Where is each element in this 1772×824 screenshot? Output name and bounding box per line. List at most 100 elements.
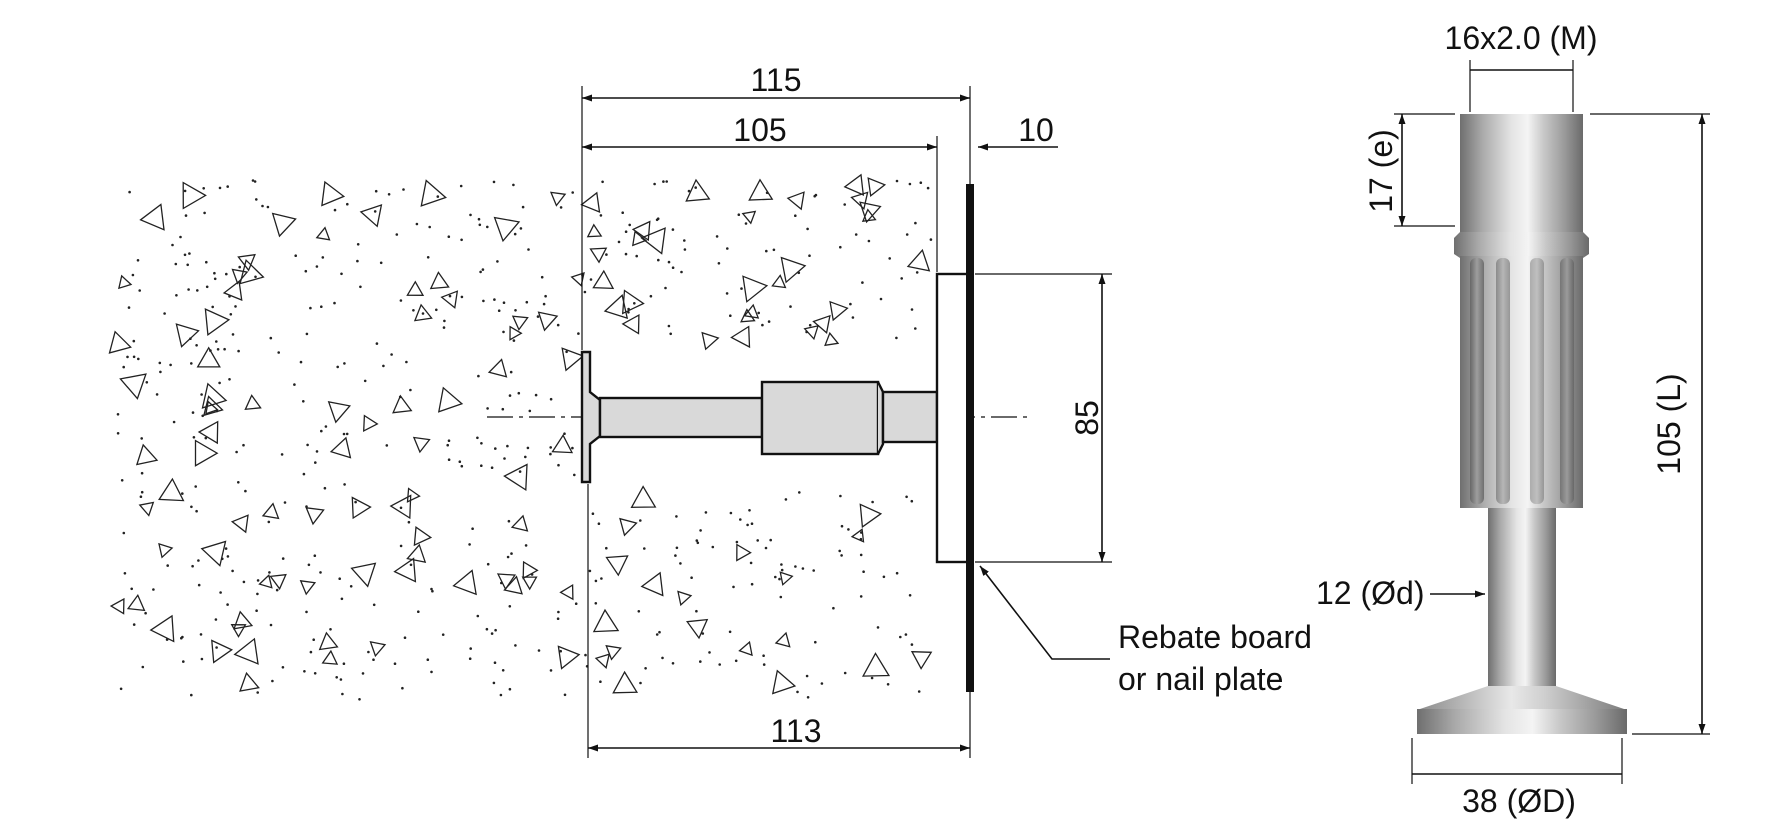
- concrete-dot: [215, 646, 218, 649]
- concrete-aggregate: [685, 178, 711, 202]
- concrete-aggregate: [244, 394, 262, 411]
- concrete-dot: [356, 243, 360, 246]
- concrete-aggregate: [413, 526, 433, 547]
- concrete-dot: [767, 320, 771, 323]
- concrete-dot: [490, 632, 494, 635]
- concrete-aggregate: [741, 210, 757, 225]
- concrete-dot: [639, 681, 642, 685]
- concrete-dot: [431, 589, 434, 593]
- concrete-dot: [399, 544, 403, 548]
- concrete-dot: [304, 269, 308, 273]
- concrete-dot: [163, 312, 166, 315]
- anchor-shaft: [598, 396, 764, 439]
- dim-shaft-diameter: 12 (Ød): [1316, 575, 1424, 611]
- concrete-dot: [908, 594, 912, 597]
- concrete-dot: [573, 473, 576, 477]
- concrete-dot: [460, 464, 464, 468]
- concrete-dot: [367, 650, 370, 654]
- concrete-dot: [637, 610, 641, 613]
- concrete-dot: [492, 180, 496, 184]
- concrete-dot: [664, 286, 667, 290]
- concrete-dot: [649, 294, 653, 298]
- concrete-aggregate: [149, 614, 175, 643]
- concrete-dot: [234, 305, 237, 308]
- concrete-aggregate: [406, 487, 421, 503]
- concrete-dot: [870, 676, 874, 680]
- concrete-dot: [171, 243, 174, 247]
- concrete-aggregate: [605, 644, 622, 661]
- concrete-dot: [601, 180, 604, 184]
- concrete-dot: [477, 374, 480, 378]
- concrete-aggregate: [269, 573, 287, 591]
- concrete-dot: [354, 500, 357, 504]
- concrete-dot: [242, 443, 245, 447]
- concrete-aggregate: [740, 308, 756, 323]
- concrete-aggregate: [748, 178, 774, 201]
- concrete-dot: [136, 259, 140, 262]
- concrete-dot: [469, 647, 473, 650]
- concrete-dot: [851, 316, 855, 319]
- concrete-dot: [122, 531, 126, 535]
- concrete-dot: [737, 213, 741, 216]
- concrete-dot: [915, 271, 919, 274]
- concrete-dot: [407, 520, 411, 524]
- concrete-dot: [536, 315, 540, 318]
- concrete-dot: [447, 235, 451, 238]
- concrete-dot: [820, 682, 824, 685]
- concrete-dot: [690, 576, 693, 579]
- concrete-aggregate: [521, 576, 538, 591]
- concrete-dot: [213, 277, 217, 281]
- concrete-dot: [671, 266, 675, 270]
- concrete-dot: [204, 436, 208, 440]
- concrete-aggregate: [369, 641, 387, 658]
- concrete-aggregate: [592, 608, 620, 633]
- concrete-dot: [127, 306, 131, 309]
- concrete-dot: [929, 238, 933, 241]
- concrete-dot: [559, 206, 563, 209]
- concrete-dot: [319, 571, 322, 574]
- concrete-aggregate: [138, 501, 155, 517]
- concrete-dot: [926, 186, 930, 190]
- concrete-dot: [266, 205, 270, 209]
- concrete-dot: [436, 195, 440, 198]
- concrete-dot: [512, 183, 515, 187]
- concrete-dot: [468, 657, 472, 660]
- concrete-dot: [412, 309, 415, 312]
- concrete-dot: [477, 217, 481, 221]
- concrete-aggregate: [774, 631, 791, 648]
- concrete-dot: [778, 577, 781, 581]
- concrete-dot: [502, 301, 506, 305]
- concrete-dot: [256, 691, 260, 694]
- concrete-dot: [403, 636, 407, 639]
- concrete-dot: [565, 350, 568, 354]
- concrete-dot: [744, 222, 748, 225]
- concrete-aggregate: [503, 463, 528, 492]
- concrete-dot: [476, 436, 479, 440]
- concrete-dot: [571, 191, 574, 194]
- concrete-aggregate: [493, 216, 521, 243]
- concrete-dot: [886, 683, 890, 686]
- concrete-dot: [633, 302, 636, 305]
- concrete-dot: [584, 653, 587, 657]
- concrete-dot: [639, 519, 642, 522]
- concrete-aggregate: [211, 639, 233, 664]
- concrete-dot: [426, 255, 430, 259]
- concrete-aggregate: [440, 290, 459, 309]
- concrete-dot: [905, 495, 908, 499]
- concrete-dot: [271, 679, 274, 683]
- concrete-dot: [190, 505, 193, 509]
- concrete-dot: [293, 383, 296, 386]
- concrete-dot: [187, 288, 190, 291]
- concrete-dot: [372, 658, 375, 661]
- concrete-dot: [854, 233, 858, 236]
- concrete-dot: [191, 564, 194, 568]
- concrete-dot: [704, 511, 708, 514]
- concrete-dot: [583, 290, 587, 294]
- dim-plate-offset: 10: [1018, 112, 1054, 148]
- concrete-dot: [683, 239, 686, 242]
- concrete-dot: [843, 671, 847, 675]
- concrete-dot: [506, 444, 509, 448]
- concrete-dot: [910, 643, 914, 646]
- concrete-dot: [302, 472, 306, 476]
- concrete-dot: [375, 342, 379, 345]
